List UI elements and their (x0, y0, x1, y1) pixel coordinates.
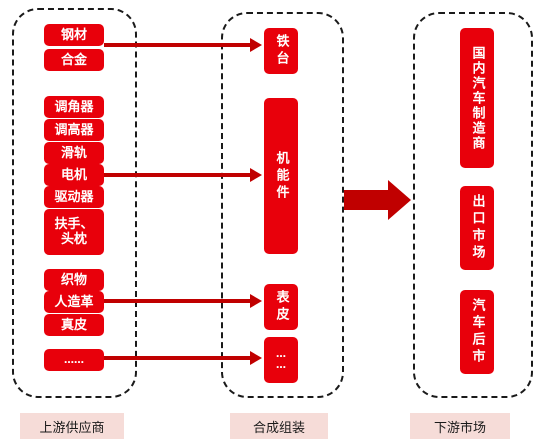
downstream-group-frame (413, 12, 533, 398)
arrow-shaft-mechanism (104, 173, 252, 177)
arrow-shaft-materials (104, 43, 252, 47)
assembly-item-frame: 铁台 (264, 28, 298, 74)
arrow-head-other (250, 351, 262, 365)
assembly-item-mechanism-label: 机能件 (273, 150, 289, 202)
downstream-item-aftermarket-label: 汽车后市 (469, 298, 485, 366)
assembly-item-other: …… (264, 337, 298, 383)
upstream-item-slide-rail: 滑轨 (44, 142, 104, 164)
label-upstream-suppliers: 上游供应商 (20, 413, 124, 439)
downstream-item-domestic-oem: 国内汽车制造商 (460, 28, 494, 168)
downstream-item-aftermarket: 汽车后市 (460, 290, 494, 374)
arrow-head-materials (250, 38, 262, 52)
upstream-item-steel: 钢材 (44, 24, 104, 46)
downstream-item-domestic-oem-label: 国内汽车制造商 (469, 45, 485, 151)
assembly-item-frame-label: 铁台 (273, 34, 289, 68)
arrow-shaft-other (104, 356, 252, 360)
upstream-group-frame (12, 8, 137, 398)
upstream-item-recliner: 调角器 (44, 96, 104, 118)
assembly-group-frame (221, 12, 344, 398)
assembly-item-other-label: …… (275, 349, 287, 371)
downstream-item-export-label: 出口市场 (469, 194, 485, 262)
upstream-item-motor: 电机 (44, 164, 104, 186)
upstream-item-alloy: 合金 (44, 49, 104, 71)
arrow-head-mechanism (250, 168, 262, 182)
assembly-item-cover: 表皮 (264, 284, 298, 330)
upstream-item-driver: 驱动器 (44, 186, 104, 208)
upstream-item-genuine-leather: 真皮 (44, 314, 104, 336)
upstream-item-artificial-leather: 人造革 (44, 291, 104, 313)
big-arrow-to-market (344, 180, 411, 220)
upstream-item-fabric: 织物 (44, 269, 104, 291)
downstream-item-export: 出口市场 (460, 186, 494, 270)
assembly-item-mechanism: 机能件 (264, 98, 298, 254)
arrow-head-cover (250, 294, 262, 308)
arrow-shaft-cover (104, 299, 252, 303)
label-assembly: 合成组装 (230, 413, 328, 439)
label-downstream-market: 下游市场 (410, 413, 510, 439)
upstream-item-height-adjuster: 调高器 (44, 119, 104, 141)
upstream-item-other: …… (44, 349, 104, 371)
assembly-item-cover-label: 表皮 (273, 290, 289, 324)
upstream-item-armrest-headrest: 扶手、头枕 (44, 209, 104, 255)
